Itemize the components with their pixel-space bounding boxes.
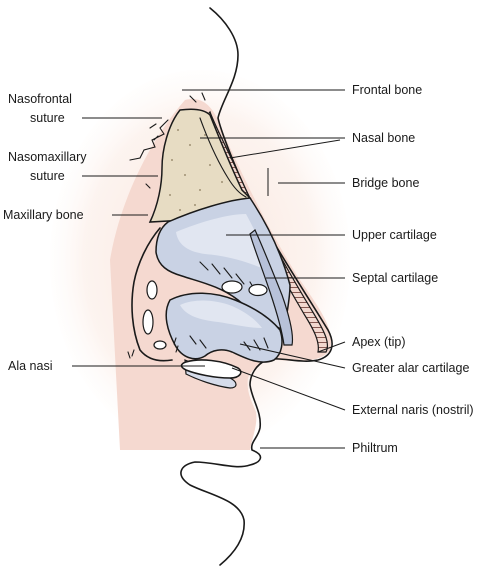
- nostril-opening: [180, 359, 242, 379]
- ala-texture: [127, 337, 179, 359]
- suture-mark-5: [145, 183, 151, 189]
- accessory-cartilage-2: [248, 283, 268, 297]
- label-nasomaxillary-2: suture: [30, 169, 65, 183]
- label-nasomaxillary-1: Nasomaxillary: [8, 150, 87, 164]
- label-nasal-bone: Nasal bone: [352, 131, 415, 145]
- septal-cartilage-strip: [249, 229, 294, 346]
- accessory-cartilage-1: [221, 280, 243, 294]
- leader-apex: [317, 341, 346, 353]
- label-external-naris: External naris (nostril): [352, 403, 474, 417]
- label-frontal-bone: Frontal bone: [352, 83, 422, 97]
- alar-fibrofatty-outline: [131, 227, 173, 362]
- label-bridge-bone: Bridge bone: [352, 176, 419, 190]
- label-maxillary-bone: Maxillary bone: [3, 208, 84, 222]
- nasal-bone-edge: [199, 117, 247, 198]
- accessory-cartilage-5: [153, 340, 167, 350]
- label-nasofrontal-1: Nasofrontal: [8, 92, 72, 106]
- accessory-cartilage-4: [142, 309, 154, 335]
- label-upper-cartilage: Upper cartilage: [352, 228, 437, 242]
- upper-cartilage-highlight: [176, 214, 270, 272]
- suture-mark-1: [189, 95, 197, 103]
- leader-nasal-bone-b: [229, 139, 341, 159]
- label-septal-cartilage: Septal cartilage: [352, 271, 438, 285]
- leader-external-naris: [231, 367, 346, 411]
- nasomaxillary-suture-line: [129, 119, 169, 161]
- label-greater-alar-cartilage: Greater alar cartilage: [352, 361, 469, 375]
- bone-texture: [169, 129, 223, 211]
- label-ala-nasi: Ala nasi: [8, 359, 52, 373]
- suture-mark-4: [153, 135, 159, 141]
- label-nasofrontal-2: suture: [30, 111, 65, 125]
- suture-mark-3: [149, 123, 157, 129]
- suture-mark-2: [201, 92, 206, 101]
- leader-greater-alar: [239, 343, 346, 369]
- accessory-cartilage-3: [146, 280, 158, 300]
- label-apex: Apex (tip): [352, 335, 406, 349]
- label-philtrum: Philtrum: [352, 441, 398, 455]
- greater-alar-highlight: [180, 300, 262, 328]
- upper-cartilage-shading: [199, 261, 257, 293]
